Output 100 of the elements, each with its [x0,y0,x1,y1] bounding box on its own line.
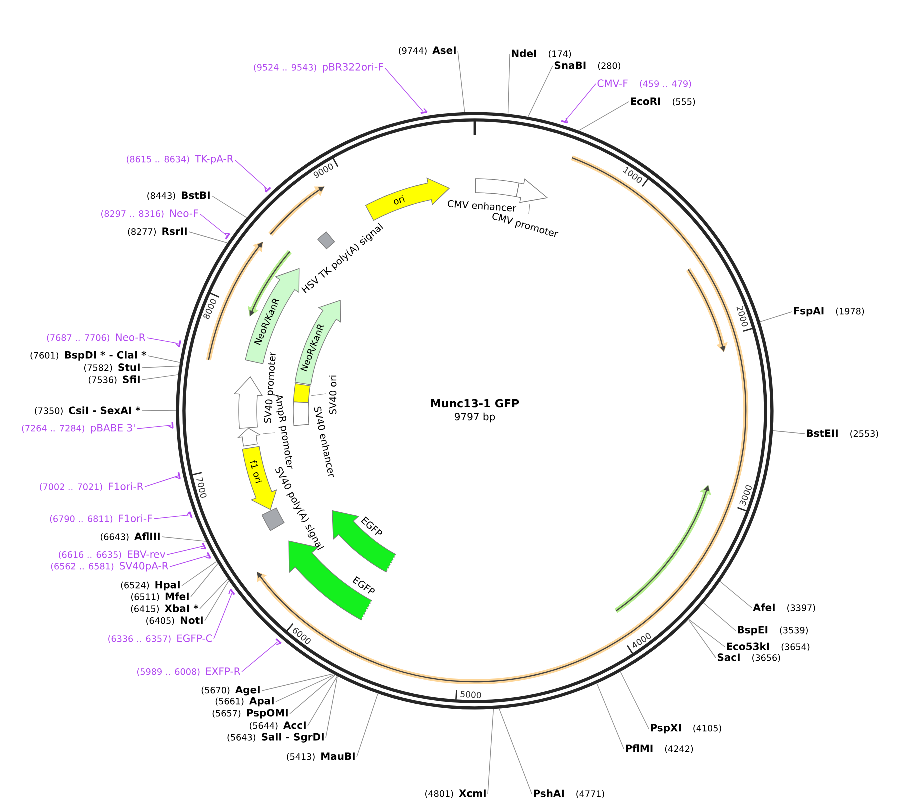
tick-label: 5000 [460,691,482,699]
leader-line [276,674,335,702]
enzyme-label: (5657) PspOMI [212,709,288,719]
primer-label: (7687 .. 7706) Neo-R [47,334,146,342]
node-label: CMV enhancer [448,200,517,212]
leader-line [190,564,218,598]
leader-line [242,642,278,672]
tick-label: 3000 [740,485,752,506]
leader-line [166,546,204,556]
leader-line [290,674,336,714]
leader-line [760,312,792,322]
leader-line [578,102,630,132]
primer-label: CMV-F (459 .. 479) [598,80,692,88]
enzyme-label: (6415) XbaI * [131,604,199,614]
leader-line [528,66,554,118]
enzyme-label: (9744) AseI [399,46,456,56]
primer-label: (6790 .. 6811) F1ori-F [50,514,152,524]
enzyme-label: SnaBI (280) [554,62,621,70]
leader-line [214,593,232,640]
leader-line [142,374,179,380]
leader-line [308,676,338,726]
leader-line [326,676,338,738]
enzyme-label: PshAI (4771) [534,790,604,798]
feature-box: CMV enhancer [448,178,520,212]
enzyme-label: (5661) ApaI [216,697,274,707]
primer-mark [276,638,282,646]
tick-label: 8000 [204,299,216,320]
primer-label: (8297 .. 8316) Neo-F [101,210,198,218]
primer-label: (5989 .. 6008) EXFP-R [138,668,241,676]
leader-line [488,709,494,794]
leader-line [144,476,179,488]
node-label: AmpR promoter [276,395,293,469]
enzyme-label: (7350) CsiI - SexAI * [35,406,141,416]
leader-line [162,536,206,542]
leader-line [704,602,736,632]
primer-mark [420,108,428,114]
leader-line [384,68,424,112]
enzyme-label: (6405) NotI [146,616,203,626]
primer-mark [224,233,230,240]
enzyme-label: (4801) XcmI [426,790,486,798]
enzyme-label: (7582) StuI [84,364,140,372]
primer-mark [205,552,212,559]
enzyme-label: FspAI (1978) [794,307,864,317]
enzyme-label: (6643) AflIII [100,532,160,542]
leader-line [142,410,176,412]
enzyme-label: (7536) SfiI [88,376,140,384]
tick-label: 2000 [736,306,748,327]
leader-line [262,674,334,692]
primer-label: (6616 .. 6635) EBV-rev [59,550,166,560]
leader-line [458,50,466,113]
leader-line [688,619,726,648]
leader-line [688,620,716,658]
leader-line [142,366,180,368]
leader-line [565,84,596,122]
leader-line [772,430,806,434]
enzyme-label: Eco53kI (3654) [727,642,810,652]
leader-line [499,708,532,794]
leader-line [204,580,230,622]
leader-line [148,356,180,363]
enzyme-label: BstEII (2553) [807,430,878,438]
enzyme-label: (8443) BstBI [148,192,210,200]
leader-line [234,160,268,190]
enzyme-label: (5670) AgeI [202,686,260,696]
enzyme-label: (5644) AccI [250,722,306,730]
primer-label: (9524 .. 9543) pBR322ori-F [254,63,384,73]
primer-mark [228,589,236,596]
enzyme-label: (5413) MauBI [287,752,355,762]
enzyme-label: BspEI (3539) [738,626,808,636]
leader-line [154,514,190,520]
leader-line [200,214,228,236]
leader-line [188,232,228,244]
leader-line [356,694,378,758]
leader-line [136,425,172,430]
leader-line [620,672,650,730]
primer-label: (7002 .. 7021) F1ori-R [40,482,144,492]
enzyme-label: NdeI (174) [512,50,572,58]
leader-line [146,338,180,344]
leader-line [508,54,510,114]
leader-line [200,579,228,610]
enzyme-label: PflMI (4242) [626,744,694,754]
primer-mark [264,186,272,193]
enzyme-label: (6524) HpaI [121,581,180,591]
tick-label: 7000 [196,477,207,498]
primer-mark [175,472,181,480]
primer-mark [200,542,206,550]
primer-label: (8615 .. 8634) TK-pA-R [127,155,234,165]
enzyme-label: SacI (3656) [718,654,780,662]
leader-line [720,581,752,608]
leader-line [170,556,208,568]
primer-label: (6336 .. 6357) EGFP-C [108,634,212,644]
leader-line [212,196,248,218]
enzyme-label: (5643) SalI - SgrDI [228,733,324,743]
primer-label: (6562 .. 6581) SV40pA-R [51,562,169,572]
primer-mark [175,340,182,348]
primer-label: (7264 .. 7284) pBABE 3' [22,424,135,434]
primer-mark [561,118,568,124]
enzyme-label: (7601) BspDI * - ClaI * [30,351,147,361]
enzyme-label: PspXI (4105) [651,724,722,734]
primer-mark [168,422,174,430]
enzyme-label: (6511) MfeI [132,592,189,602]
